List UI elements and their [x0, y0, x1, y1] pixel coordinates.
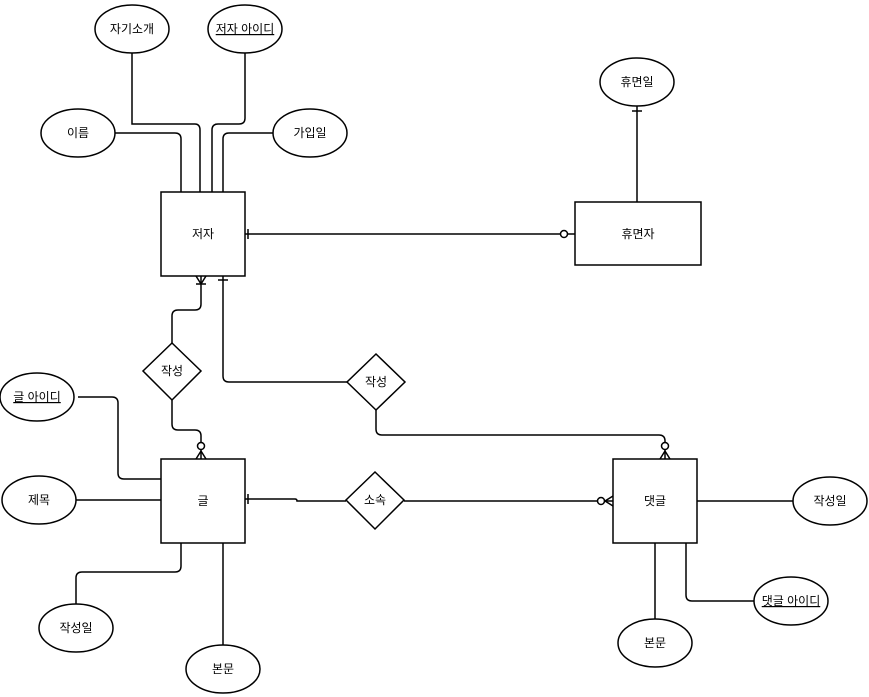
entity-author[interactable]: 저자: [160, 191, 246, 277]
entity-dormant-label: 휴면자: [621, 227, 654, 241]
relationship-writes-post[interactable]: 작성: [141, 341, 203, 402]
edge-post-created: [75, 543, 182, 604]
attribute-author-intro[interactable]: 자기소개: [94, 4, 170, 54]
marker-zero-comment-left: [596, 496, 606, 506]
attribute-comment-body[interactable]: 본문: [617, 618, 693, 668]
edge-writes-post-post: [171, 400, 202, 459]
marker-zero-post: [196, 441, 206, 451]
marker-zero-comment-top: [660, 441, 670, 451]
attribute-post-created[interactable]: 작성일: [38, 603, 114, 653]
relationship-writes-comment-label: 작성: [365, 375, 387, 389]
edge-author-intro: [131, 52, 201, 192]
attribute-dormant-date[interactable]: 휴면일: [599, 57, 675, 107]
edge-author-id: [211, 52, 246, 192]
entity-author-label: 저자: [192, 227, 214, 241]
relationship-writes-comment[interactable]: 작성: [345, 352, 407, 412]
edge-author-writes-comment: [222, 276, 347, 383]
attribute-comment-created[interactable]: 작성일: [792, 476, 868, 526]
attribute-author-name-label: 이름: [67, 126, 89, 140]
attribute-post-body-label: 본문: [212, 662, 234, 676]
edge-comment-id: [685, 543, 755, 602]
connectors: [75, 52, 793, 646]
entity-post[interactable]: 글: [160, 458, 246, 544]
relationship-belongs[interactable]: 소속: [344, 470, 406, 531]
entity-post-label: 글: [197, 494, 208, 508]
attribute-dormant-date-label: 휴면일: [620, 75, 653, 89]
edge-post-id: [78, 396, 161, 480]
cardinality-markers: [195, 110, 671, 507]
attribute-post-body[interactable]: 본문: [185, 644, 261, 694]
attribute-post-title-label: 제목: [28, 493, 50, 507]
edge-author-writes-post: [171, 276, 202, 343]
marker-many-comment-top: [659, 449, 671, 460]
attribute-comment-id-label: 댓글 아이디: [762, 594, 821, 608]
attribute-author-join-label: 가입일: [293, 126, 326, 140]
marker-zero-dormant: [559, 229, 569, 239]
attribute-post-title[interactable]: 제목: [1, 475, 77, 525]
attribute-author-id[interactable]: 저자 아이디: [207, 4, 283, 54]
attribute-author-name[interactable]: 이름: [40, 108, 116, 158]
entity-comment[interactable]: 댓글: [612, 458, 698, 544]
attribute-post-id-label: 글 아이디: [13, 390, 61, 404]
relationship-writes-post-label: 작성: [161, 364, 183, 378]
attribute-author-intro-label: 자기소개: [110, 22, 154, 36]
edge-author-join: [222, 132, 273, 192]
entity-comment-label: 댓글: [644, 494, 666, 508]
entity-dormant[interactable]: 휴면자: [574, 201, 702, 266]
attribute-comment-id[interactable]: 댓글 아이디: [753, 576, 829, 626]
edge-writes-comment-comment: [375, 410, 666, 459]
edge-author-name: [115, 132, 182, 192]
marker-many-comment-left: [603, 495, 614, 507]
attribute-author-id-label: 저자 아이디: [216, 22, 275, 36]
marker-many-post: [195, 449, 207, 460]
attribute-author-join[interactable]: 가입일: [272, 108, 348, 158]
relationship-belongs-label: 소속: [364, 493, 386, 507]
edge-post-belongs: [245, 498, 346, 502]
attribute-comment-created-label: 작성일: [813, 494, 846, 508]
attribute-post-id[interactable]: 글 아이디: [0, 372, 75, 422]
attribute-post-created-label: 작성일: [59, 621, 92, 635]
attribute-comment-body-label: 본문: [644, 636, 666, 650]
